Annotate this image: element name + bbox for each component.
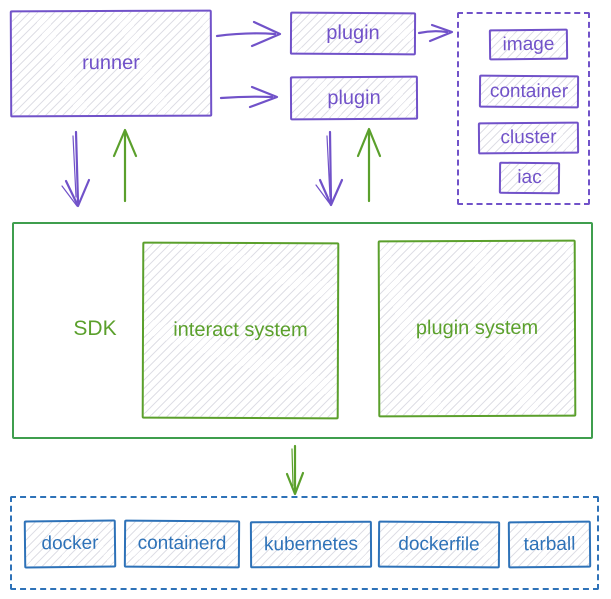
- arrow-plugin-to-targets-icon: [417, 23, 454, 43]
- target-image-label: image: [502, 33, 555, 55]
- arrow-runner-to-plugin-top-icon: [215, 20, 282, 48]
- runtime-tarball-label: tarball: [523, 533, 576, 555]
- runtime-docker-node: docker: [23, 519, 117, 569]
- plugin-bottom-node: plugin: [289, 75, 419, 121]
- interact-system-label: interact system: [173, 318, 308, 342]
- target-container-node: container: [478, 74, 580, 109]
- runtime-containerd-label: containerd: [137, 532, 227, 555]
- target-cluster-label: cluster: [500, 126, 557, 149]
- plugin-bottom-label: plugin: [327, 86, 381, 109]
- runtimes-group: docker containerd kubernetes dockerfile …: [10, 496, 599, 590]
- runner-label: runner: [82, 51, 140, 75]
- runner-node: runner: [9, 9, 213, 118]
- target-cluster-node: cluster: [477, 121, 580, 155]
- arrow-sdk-up-to-runner-icon: [112, 128, 138, 203]
- arrow-runner-down-to-sdk-icon: [61, 130, 91, 208]
- plugin-system-label: plugin system: [415, 316, 539, 340]
- runtime-dockerfile-label: dockerfile: [398, 533, 480, 555]
- arrow-plugin-down-to-sdk-icon: [315, 130, 344, 207]
- arrow-runner-to-plugin-bottom-icon: [219, 85, 279, 109]
- plugin-top-node: plugin: [289, 11, 417, 56]
- target-image-node: image: [488, 28, 569, 61]
- arrow-sdk-down-to-runtimes-icon: [285, 444, 305, 496]
- runtime-kubernetes-node: kubernetes: [249, 520, 373, 569]
- target-container-label: container: [489, 80, 569, 102]
- runtime-kubernetes-label: kubernetes: [263, 533, 359, 555]
- sdk-label: SDK: [73, 317, 117, 340]
- runtime-dockerfile-node: dockerfile: [377, 520, 501, 569]
- target-iac-label: iac: [517, 166, 542, 189]
- targets-group: image container cluster iac: [457, 12, 590, 205]
- runtime-containerd-node: containerd: [123, 519, 241, 569]
- runtime-docker-label: docker: [41, 532, 99, 555]
- target-iac-node: iac: [498, 161, 561, 195]
- interact-system-node: interact system: [141, 241, 340, 420]
- arrow-sdk-up-to-plugin-icon: [356, 127, 382, 203]
- runtime-tarball-node: tarball: [507, 520, 592, 569]
- plugin-system-node: plugin system: [377, 239, 577, 418]
- plugin-top-label: plugin: [326, 21, 380, 45]
